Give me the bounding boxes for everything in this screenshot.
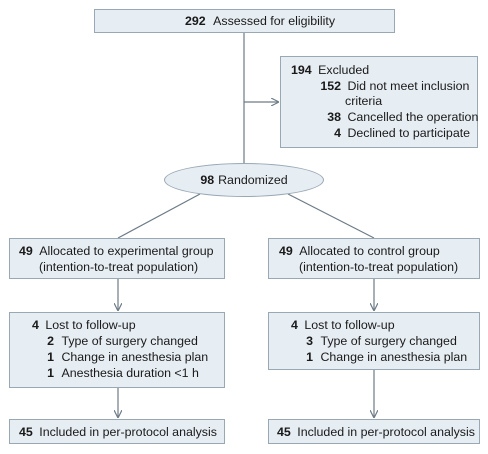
experimental-lost-item-count: 2 (47, 334, 54, 348)
experimental-included-label: Included in per-protocol analysis (39, 425, 217, 439)
experimental-lost-box: 4 Lost to follow-up 2 Type of surgery ch… (9, 312, 225, 388)
control-included-label: Included in per-protocol analysis (297, 425, 475, 439)
control-included-count: 45 (277, 425, 291, 439)
control-alloc-label: Allocated to control group (299, 244, 440, 258)
experimental-lost-item-count: 1 (47, 350, 54, 364)
control-alloc-count: 49 (279, 244, 293, 258)
excluded-item-count: 38 (327, 110, 341, 124)
excluded-item-label-cont: criteria (345, 94, 383, 108)
excluded-label: Excluded (318, 63, 370, 77)
experimental-lost-item-label: Change in anesthesia plan (61, 350, 209, 364)
experimental-lost-item-count: 1 (47, 366, 54, 380)
experimental-included-count: 45 (19, 425, 33, 439)
assessed-count: 292 (185, 14, 206, 28)
excluded-item-count: 152 (320, 79, 341, 93)
line-rand-control (287, 193, 375, 239)
excluded-item-count: 4 (334, 126, 341, 140)
experimental-alloc-count: 49 (19, 244, 33, 258)
experimental-alloc-label: Allocated to experimental group (39, 244, 214, 258)
control-lost-box: 4 Lost to follow-up 3 Type of surgery ch… (268, 312, 480, 370)
excluded-item-label: Did not meet inclusion (347, 79, 470, 93)
control-lost-item-label: Type of surgery changed (320, 334, 457, 348)
control-lost-count: 4 (291, 318, 298, 332)
experimental-allocation-box: 49 Allocated to experimental group (inte… (9, 238, 225, 279)
control-lost-item-count: 1 (306, 350, 313, 364)
control-lost-item-label: Change in anesthesia plan (320, 350, 468, 364)
assessed-label: Assessed for eligibility (213, 14, 336, 28)
experimental-lost-item-label: Anesthesia duration <1 h (61, 366, 199, 380)
control-included-box: 45 Included in per-protocol analysis (268, 419, 480, 444)
excluded-count: 194 (291, 63, 312, 77)
excluded-item-label: Cancelled the operation (347, 110, 479, 124)
experimental-lost-item-label: Type of surgery changed (61, 334, 198, 348)
randomized-count: 98 (200, 172, 215, 187)
randomized-label: Randomized (218, 172, 288, 187)
assessed-box: 292 Assessed for eligibility (94, 9, 395, 33)
excluded-box: 194 Excluded 152 Did not meet inclusion … (280, 56, 478, 148)
experimental-lost-label: Lost to follow-up (45, 318, 136, 332)
line-rand-experimental (117, 193, 201, 239)
excluded-item-label: Declined to participate (347, 126, 471, 140)
control-allocation-box: 49 Allocated to control group (intention… (268, 238, 480, 279)
experimental-alloc-sublabel: (intention-to-treat population) (39, 260, 199, 274)
control-lost-label: Lost to follow-up (304, 318, 395, 332)
control-alloc-sublabel: (intention-to-treat population) (299, 260, 459, 274)
randomized-node: 98 Randomized (164, 163, 324, 197)
experimental-lost-count: 4 (32, 318, 39, 332)
experimental-included-box: 45 Included in per-protocol analysis (9, 419, 225, 444)
control-lost-item-count: 3 (306, 334, 313, 348)
